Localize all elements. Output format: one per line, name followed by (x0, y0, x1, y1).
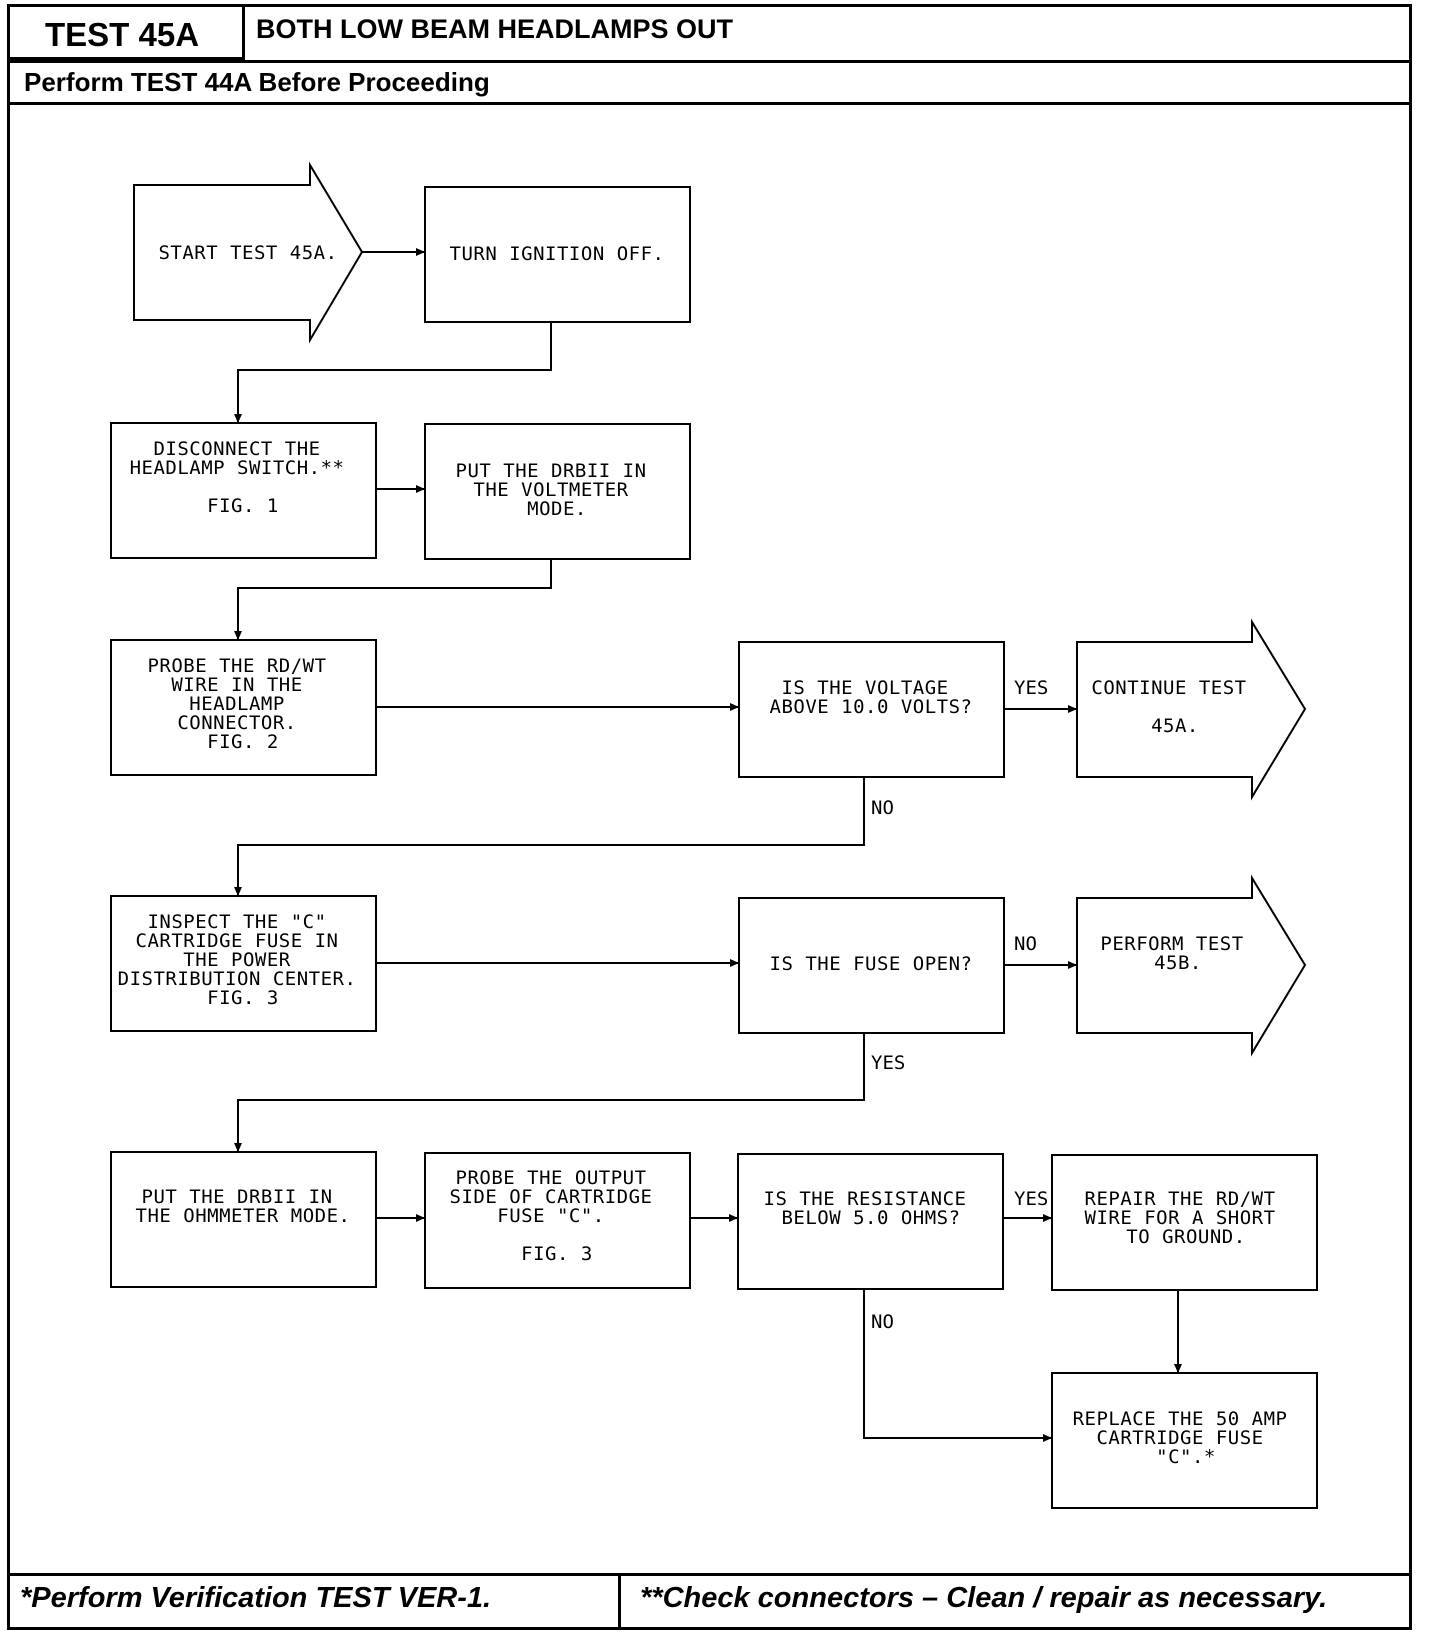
perform-text: PERFORM TEST 45B. (1100, 933, 1255, 974)
voltmeter-text: PUT THE DRBII IN THE VOLTMETER MODE. (456, 460, 659, 520)
edge-label-voltage-yes: YES (1014, 677, 1048, 699)
perform-arrow-shape (1076, 874, 1307, 1057)
ohmmeter-text: PUT THE DRBII IN THE OHMMETER MODE. (136, 1186, 351, 1227)
start-arrow-shape (133, 161, 364, 344)
continue-text: CONTINUE TEST 45A. (1091, 677, 1258, 737)
resistance-question-box (737, 1153, 1004, 1290)
header-bottom-divider (7, 102, 1412, 105)
connector-resistance-replace (863, 1289, 1052, 1442)
ignition-text: TURN IGNITION OFF. (450, 243, 665, 265)
footer-note-verification: *Perform Verification TEST VER-1. (20, 1582, 492, 1614)
voltmeter-box (424, 423, 691, 560)
footer-column-divider (618, 1573, 621, 1630)
connector-voltmeter-probe (234, 559, 552, 640)
repair-text: REPAIR THE RD/WT WIRE FOR A SHORT TO GRO… (1085, 1188, 1288, 1248)
page-title: BOTH LOW BEAM HEADLAMPS OUT (256, 14, 733, 44)
disconnect-text: DISCONNECT THE HEADLAMP SWITCH.** FIG. 1 (130, 438, 357, 517)
probe-output-box (424, 1152, 691, 1289)
edge-label-fuse-no: NO (1014, 933, 1037, 955)
probe-rdwt-text: PROBE THE RD/WT WIRE IN THE HEADLAMP CON… (147, 655, 338, 753)
replace-text: REPLACE THE 50 AMP CARTRIDGE FUSE "C".* (1073, 1408, 1300, 1468)
edge-label-resistance-yes: YES (1014, 1188, 1048, 1210)
page-subtitle: Perform TEST 44A Before Proceeding (24, 67, 490, 97)
connector-voltage-inspect (234, 777, 865, 896)
voltage-question-text: IS THE VOLTAGE ABOVE 10.0 VOLTS? (770, 677, 973, 718)
page-frame (7, 4, 1412, 1630)
replace-box (1051, 1372, 1318, 1509)
edge-label-resistance-no: NO (871, 1311, 894, 1333)
continue-arrow-shape (1076, 618, 1307, 801)
disconnect-box (110, 422, 377, 559)
header-divider (7, 60, 1412, 63)
repair-box (1051, 1154, 1318, 1291)
resistance-question-text: IS THE RESISTANCE BELOW 5.0 OHMS? (764, 1188, 979, 1229)
probe-output-text: PROBE THE OUTPUT SIDE OF CARTRIDGE FUSE … (450, 1167, 665, 1265)
connector-ignition-disconnect (234, 322, 552, 423)
ignition-box (424, 186, 691, 323)
ohmmeter-box (110, 1151, 377, 1288)
inspect-fuse-text: INSPECT THE "C" CARTRIDGE FUSE IN THE PO… (118, 911, 369, 1009)
edge-label-fuse-yes: YES (871, 1052, 905, 1074)
connector-fuse-ohmmeter (234, 1033, 865, 1152)
test-id: TEST 45A (7, 4, 245, 60)
footer-note-connectors: **Check connectors – Clean / repair as n… (640, 1582, 1328, 1614)
edge-label-voltage-no: NO (871, 797, 894, 819)
start-text: START TEST 45A. (158, 242, 337, 264)
fuse-question-text: IS THE FUSE OPEN? (770, 953, 973, 975)
footer-divider (7, 1573, 1412, 1576)
